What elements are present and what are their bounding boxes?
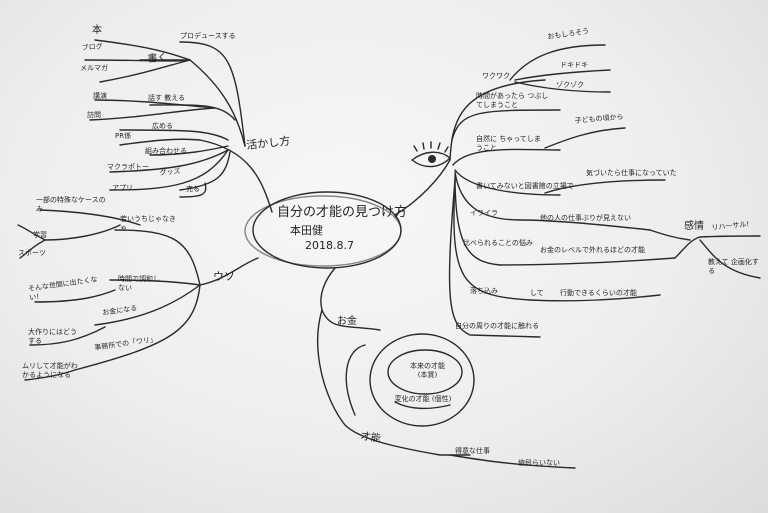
me-item-hoka: 他の人の仕事ぶりが見えない — [540, 214, 631, 222]
eye-pupil — [428, 155, 436, 163]
saino-item-nedan: 値段らいない — [518, 459, 560, 467]
saino-item-tokui: 得意な仕事 — [455, 447, 490, 455]
me-item-zokuzoku: ゾクゾク — [556, 81, 584, 89]
branch-kankaku-label: 感情 — [684, 221, 704, 232]
katsuyou-item-blog: ブログ — [81, 42, 103, 52]
katsuyou-item-makura: マクラポトー — [107, 163, 149, 171]
branch-uso-label: ウソ — [213, 270, 235, 283]
uso-item-ichibu: 一部の特殊なケースのみ — [36, 196, 106, 213]
katsuyou-item-kaku: 書く — [147, 52, 168, 65]
katsuyou-item-uru: 売る — [186, 185, 200, 193]
me-item-jikan: 時間があったら つぶしてしまうこと — [476, 92, 549, 110]
uso-item-wakai: 若いうちじゃなきゃ — [120, 215, 176, 232]
me-item-shite: して — [530, 289, 544, 297]
me-item-shizen: 自然に ちゃってしまうこと — [476, 135, 541, 153]
katsuyou-item-hon: 本 — [92, 25, 102, 36]
katsuyou-item-apuri: アプリ — [112, 184, 133, 192]
me-item-kaite: 書いてみないと図書館の立場で — [476, 182, 574, 190]
center-date: 2018.8.7 — [305, 239, 354, 252]
katsuyou-item-produce: プロデュースする — [180, 32, 236, 40]
eye-icon — [411, 151, 451, 168]
katsuyou-item-hanasu: 話す 教える — [148, 94, 186, 102]
saino-inner-text: 本来の才能 (本質) — [410, 362, 445, 380]
katsuyou-item-kouen: 講演 — [93, 92, 107, 100]
katsuyou-item-houmon: 訪問 — [87, 111, 101, 119]
center-author: 本田健 — [290, 224, 323, 237]
uso-item-jikan: 時間で調和しない — [118, 275, 160, 292]
center-title: 自分の才能の見つけ方 — [277, 205, 408, 220]
me-item-okanelevel: お金のレベルで外れるほどの才能 — [540, 246, 645, 254]
me-item-kizuitara: 気づいたら仕事になっていた — [586, 169, 677, 177]
me-item-koudou: 行動できるくらいの才能 — [560, 289, 637, 297]
saino-inner-ring — [387, 349, 463, 395]
branch-okane-label: お金 — [337, 316, 357, 327]
katsuyou-item-merumaga: メルマガ — [80, 64, 108, 72]
kankaku-item-oshiete: 教えて 企画化する — [708, 258, 759, 276]
uso-item-sports: スポーツ — [18, 249, 46, 257]
me-item-ochikomi: 落ち込み — [470, 287, 498, 295]
uso-item-daisaku: 大作りにはどうする — [28, 328, 77, 345]
katsuyou-item-pr: PR係 — [115, 132, 132, 140]
saino-outer-text: 変化の才能 (個性) — [394, 395, 452, 403]
me-item-iraira: イライラ — [470, 209, 498, 217]
uso-item-gakushu: 学習 — [33, 231, 47, 239]
uso-item-murishite: ムリして才能がわかるようになる — [22, 362, 78, 379]
saino-outer-ring — [369, 333, 475, 427]
me-item-wakuwaku: ワクワク — [482, 72, 510, 80]
me-item-dokidoki: ドキドキ — [560, 61, 588, 69]
me-item-jibun: 自分の周りの才能に触れる — [455, 322, 539, 330]
katsuyou-item-kumiawaseru: 組み合わせる — [145, 147, 187, 155]
me-item-kuraberu: 比べられることの悩み — [463, 239, 533, 247]
katsuyou-item-hiromeru: 広める — [152, 122, 173, 130]
